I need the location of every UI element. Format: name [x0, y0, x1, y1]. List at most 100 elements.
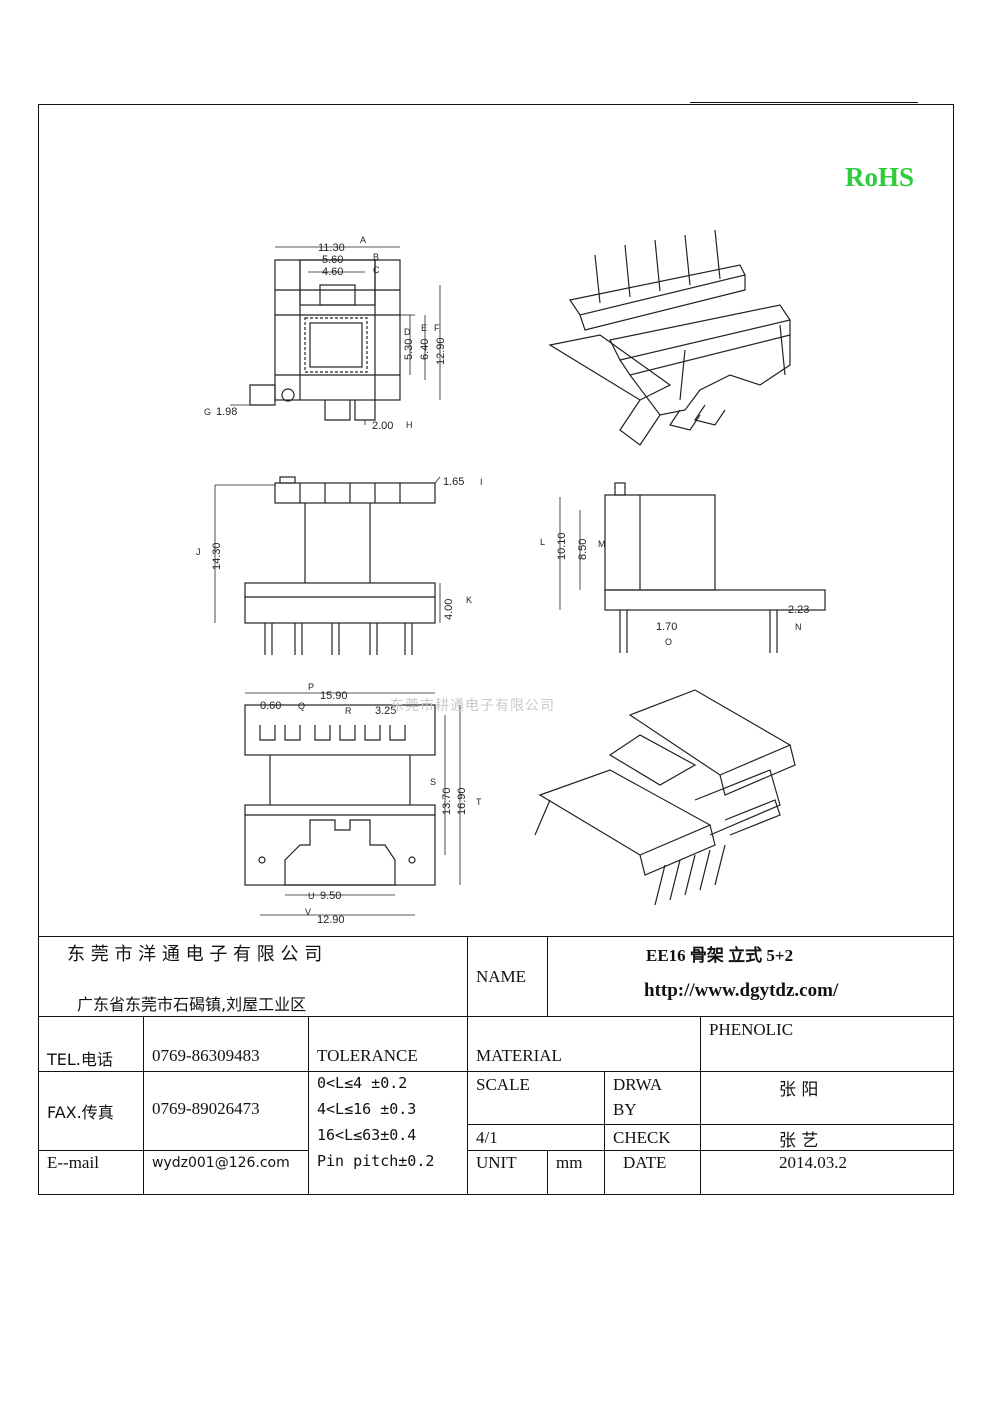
- name-label-cell: NAME: [467, 936, 548, 1017]
- fax-cell: 0769-89026473: [143, 1071, 309, 1151]
- dim-V: 12.90: [317, 914, 345, 925]
- label-S: S: [430, 777, 436, 787]
- tel-value: 0769-86309483: [152, 1046, 260, 1065]
- company-name: 东 莞 市 洋 通 电 子 有 限 公 司: [67, 944, 323, 965]
- date-cell: 2014.03.2: [700, 1150, 954, 1195]
- dim-O: 1.70: [656, 621, 677, 633]
- date-label: DATE: [623, 1153, 667, 1172]
- label-A: A: [360, 235, 366, 245]
- technical-drawing: 11.30 A 5.60 B 4.60 C D 5.30 E 6.40 F 12…: [196, 229, 826, 925]
- rohs-badge: RoHS: [844, 162, 914, 192]
- watermark: 东莞市耕通电子有限公司: [390, 698, 555, 714]
- scale-value: 4/1: [476, 1128, 498, 1147]
- dim-P: 15.90: [320, 690, 348, 702]
- material-label-cell: MATERIAL: [467, 1016, 701, 1072]
- unit-cell: mm: [547, 1150, 605, 1195]
- label-K: K: [466, 595, 472, 605]
- dim-Q: 0.60: [260, 700, 281, 712]
- product-name: EE16 骨架 立式 5+2: [646, 946, 794, 965]
- fax-value: 0769-89026473: [152, 1099, 260, 1118]
- checked-by: 张 艺: [779, 1131, 819, 1151]
- top-rule: [690, 102, 918, 103]
- company-cell: 东 莞 市 洋 通 电 子 有 限 公 司 广东省东莞市石碣镇,刘屋工业区: [38, 936, 468, 1017]
- label-L: L: [540, 537, 545, 547]
- date-label-cell: DATE: [604, 1150, 701, 1195]
- scale-label: SCALE: [476, 1075, 530, 1094]
- unit-label-cell: UNIT: [467, 1150, 548, 1195]
- label-O: O: [665, 637, 672, 647]
- bottom-view: [244, 704, 436, 886]
- top-view: [249, 259, 401, 421]
- checked-by-cell: 张 艺: [700, 1124, 954, 1151]
- tolerance-4: Pin pitch±0.2: [317, 1152, 435, 1170]
- date-value: 2014.03.2: [779, 1153, 847, 1172]
- dim-E: 6.40: [419, 339, 431, 360]
- dim-R: 3.25: [375, 705, 396, 717]
- dim-H: 2.00: [372, 420, 393, 432]
- unit-label: UNIT: [476, 1153, 517, 1172]
- tel-cell: 0769-86309483: [143, 1016, 309, 1072]
- label-B: B: [373, 252, 379, 262]
- label-C: C: [373, 265, 380, 275]
- email-label-cell: E--mail: [38, 1150, 144, 1195]
- dim-K: 4.00: [443, 599, 455, 620]
- tel-label: TEL.电话: [47, 1050, 113, 1069]
- drawn-by-cell: 张 阳: [700, 1071, 954, 1125]
- dim-U: 9.50: [320, 890, 341, 902]
- dim-J: 14.30: [211, 542, 223, 570]
- material-value: PHENOLIC: [709, 1020, 794, 1039]
- label-T: T: [476, 797, 482, 807]
- tolerance-1: 0<L≤4 ±0.2: [317, 1074, 408, 1092]
- check-label-cell: CHECK: [604, 1124, 701, 1151]
- iso-view-bottom: [534, 689, 796, 906]
- label-R: R: [345, 706, 352, 716]
- title-block: 东 莞 市 洋 通 电 子 有 限 公 司 广东省东莞市石碣镇,刘屋工业区 NA…: [38, 936, 954, 1195]
- dim-G: 1.98: [216, 406, 237, 418]
- label-N: N: [795, 622, 802, 632]
- tolerance-2: 4<L≤16 ±0.3: [317, 1100, 417, 1118]
- dim-S: 13.70: [441, 787, 453, 815]
- check-label: CHECK: [613, 1128, 671, 1147]
- tolerance-label-cell: TOLERANCE: [308, 1016, 468, 1072]
- dim-M: 8.50: [577, 539, 589, 560]
- dim-T: 16.90: [456, 787, 468, 815]
- company-address: 广东省东莞市石碣镇,刘屋工业区: [77, 995, 307, 1014]
- label-Q: Q: [298, 701, 305, 711]
- dim-I: 1.65: [443, 476, 464, 488]
- material-label: MATERIAL: [476, 1046, 562, 1065]
- label-F: F: [434, 323, 440, 333]
- side-view: [604, 482, 826, 653]
- dim-C: 4.60: [322, 266, 343, 278]
- dim-B: 5.60: [322, 254, 343, 266]
- dim-L: 10.10: [556, 532, 568, 560]
- label-H: H: [406, 420, 413, 430]
- tolerance-label: TOLERANCE: [317, 1046, 418, 1065]
- drawn-label-cell: DRWA BY: [604, 1071, 701, 1125]
- product-cell: EE16 骨架 立式 5+2 http://www.dgytdz.com/: [547, 936, 954, 1017]
- label-P: P: [308, 682, 314, 692]
- iso-view-top: [548, 229, 791, 446]
- website: http://www.dgytdz.com/: [644, 980, 839, 1001]
- tolerance-cell: 0<L≤4 ±0.2 4<L≤16 ±0.3 16<L≤63±0.4 Pin p…: [308, 1071, 468, 1195]
- fax-label: FAX.传真: [47, 1103, 114, 1122]
- label-J: J: [196, 547, 201, 557]
- label-D: D: [404, 327, 411, 337]
- front-view: [244, 476, 436, 655]
- email-label: E--mail: [47, 1153, 99, 1172]
- dim-N: 2.23: [788, 604, 809, 616]
- label-U: U: [308, 891, 315, 901]
- label-V: V: [305, 907, 311, 917]
- dim-D: 5.30: [403, 339, 415, 360]
- scale-label-cell: SCALE: [467, 1071, 605, 1125]
- dim-F: 12.90: [435, 337, 447, 365]
- dim-A: 11.30: [318, 242, 345, 254]
- material-cell: PHENOLIC: [700, 1016, 954, 1072]
- unit-value: mm: [556, 1153, 583, 1172]
- drawn-label-2: BY: [613, 1100, 637, 1119]
- email-value: wydz001@126.com: [152, 1155, 290, 1171]
- label-I: I: [480, 477, 483, 487]
- drawn-by: 张 阳: [779, 1080, 819, 1100]
- label-M: M: [598, 539, 606, 549]
- drawn-label-1: DRWA: [613, 1075, 663, 1094]
- scale-cell: 4/1: [467, 1124, 605, 1151]
